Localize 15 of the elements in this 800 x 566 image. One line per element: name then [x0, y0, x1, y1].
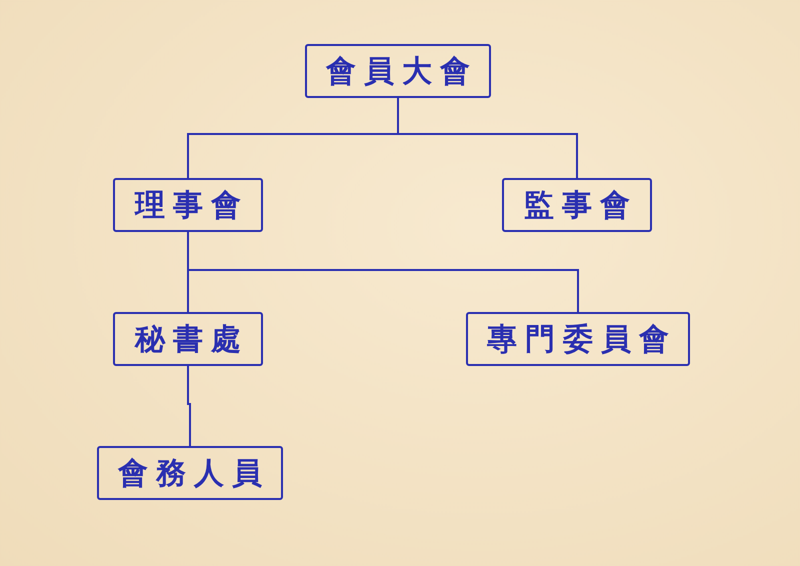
box-label: 專門委員會 [487, 320, 677, 358]
box-label: 會務人員 [118, 454, 270, 492]
box-label: 監事會 [524, 186, 638, 224]
org-box [97, 446, 283, 500]
org-box [466, 312, 690, 366]
org-box [113, 178, 263, 232]
box-label: 理事會 [135, 186, 249, 224]
connector-line [187, 232, 579, 312]
connector-line [187, 366, 191, 446]
connector-line [397, 98, 578, 178]
org-box [305, 44, 491, 98]
box-label: 會員大會 [326, 52, 478, 90]
org-box [502, 178, 652, 232]
org-box [113, 312, 263, 366]
box-label: 秘書處 [135, 320, 249, 358]
